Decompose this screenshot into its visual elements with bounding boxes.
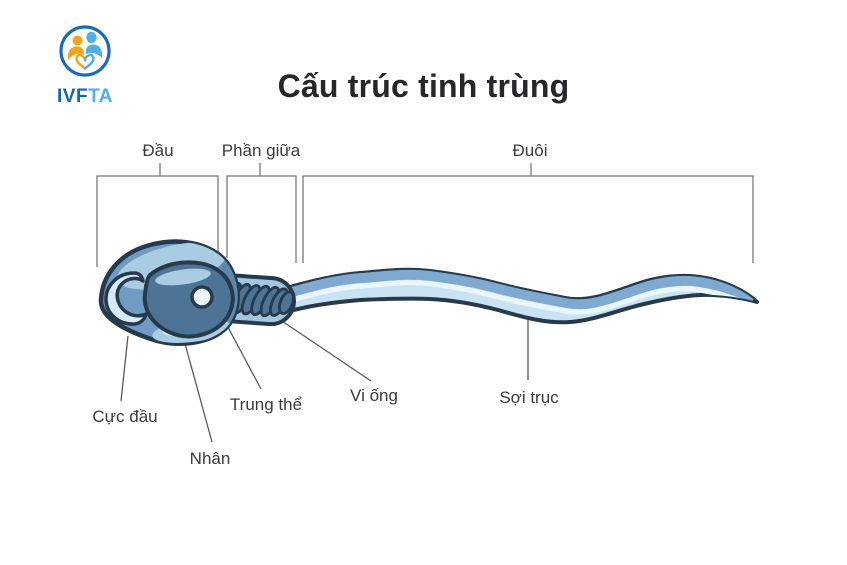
- part-label-cuc-dau: Cực đầu: [92, 407, 158, 426]
- centriole-dot: [190, 285, 214, 309]
- part-label-nhan: Nhân: [189, 449, 231, 468]
- section-label-duoi: Đuôi: [512, 141, 548, 160]
- section-label-phan-giua: Phần giữa: [221, 141, 301, 160]
- mitochondria-coils: [221, 281, 295, 318]
- section-label-dau: Đầu: [142, 141, 174, 160]
- bracket-phan-giua: [226, 175, 297, 263]
- family-heart-icon: [59, 25, 111, 77]
- part-label-soi-truc: Sợi trục: [499, 388, 559, 407]
- bracket-duoi: [302, 175, 754, 263]
- page-title: Cấu trúc tinh trùng: [277, 68, 570, 104]
- part-label-vi-ong: Vi ống: [350, 386, 398, 405]
- sperm-tail: [288, 267, 759, 325]
- logo-text-ta: TA: [88, 86, 113, 107]
- bracket-dau: [96, 175, 219, 267]
- logo-wordmark: IVFTA: [50, 87, 120, 106]
- part-label-trung-the: Trung thể: [229, 395, 303, 414]
- logo-text-ivf: IVF: [57, 86, 89, 107]
- leader-cuc-dau: [120, 335, 129, 402]
- section-brackets: [96, 163, 754, 267]
- leader-nhan: [180, 328, 213, 443]
- leader-vi-ong: [275, 316, 372, 382]
- acrosome-shape: [104, 271, 148, 326]
- nucleus-highlight: [155, 268, 211, 286]
- ivfta-logo: IVFTA: [50, 24, 120, 106]
- sperm-head: [98, 239, 240, 346]
